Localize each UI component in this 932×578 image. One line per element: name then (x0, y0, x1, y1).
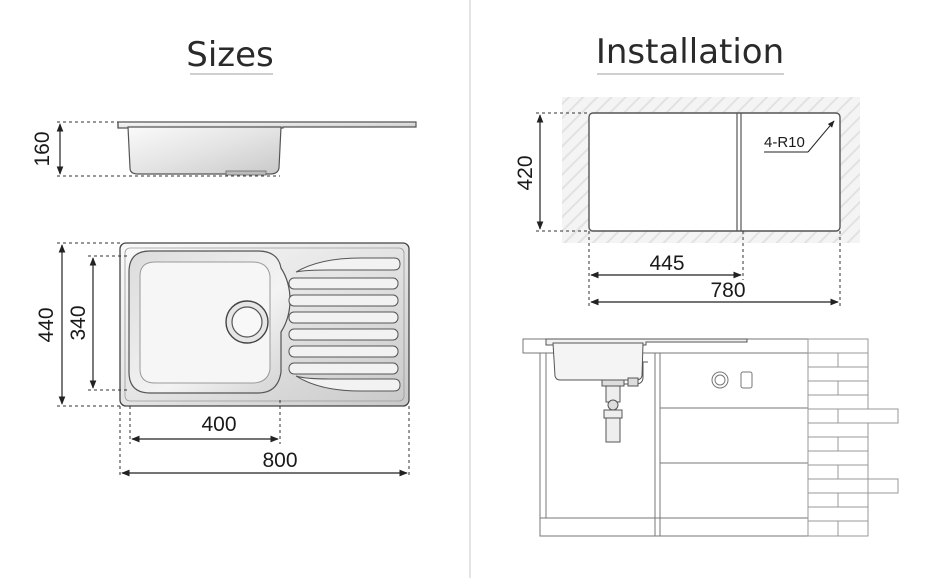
countertop-cutout-view: 4-R10 (562, 97, 860, 243)
sink-side-view (117, 121, 417, 176)
sink-top-view (119, 242, 410, 407)
drainer-grooves (288, 257, 401, 392)
installation-title: Installation (596, 32, 784, 72)
outer-width-label: 440 (35, 307, 58, 342)
brick-wall (807, 338, 899, 537)
inner-width-label: 340 (67, 305, 90, 340)
total-length-label: 800 (262, 449, 297, 472)
sizes-title: Sizes (186, 35, 274, 75)
bowl-length-label: 400 (201, 413, 236, 436)
cutout-depth-label: 420 (514, 155, 537, 190)
depth-label: 160 (31, 131, 54, 166)
sizes-panel: Sizes 160 (31, 35, 417, 478)
bowl-offset-label: 445 (649, 252, 684, 275)
appliance-knob-icon (711, 371, 729, 389)
installation-panel: Installation 4-R10 420 445 780 (514, 32, 899, 537)
cutout-length-label: 780 (710, 279, 745, 302)
corner-radius-label: 4-R10 (764, 134, 805, 151)
cabinet-section-view (522, 338, 899, 537)
